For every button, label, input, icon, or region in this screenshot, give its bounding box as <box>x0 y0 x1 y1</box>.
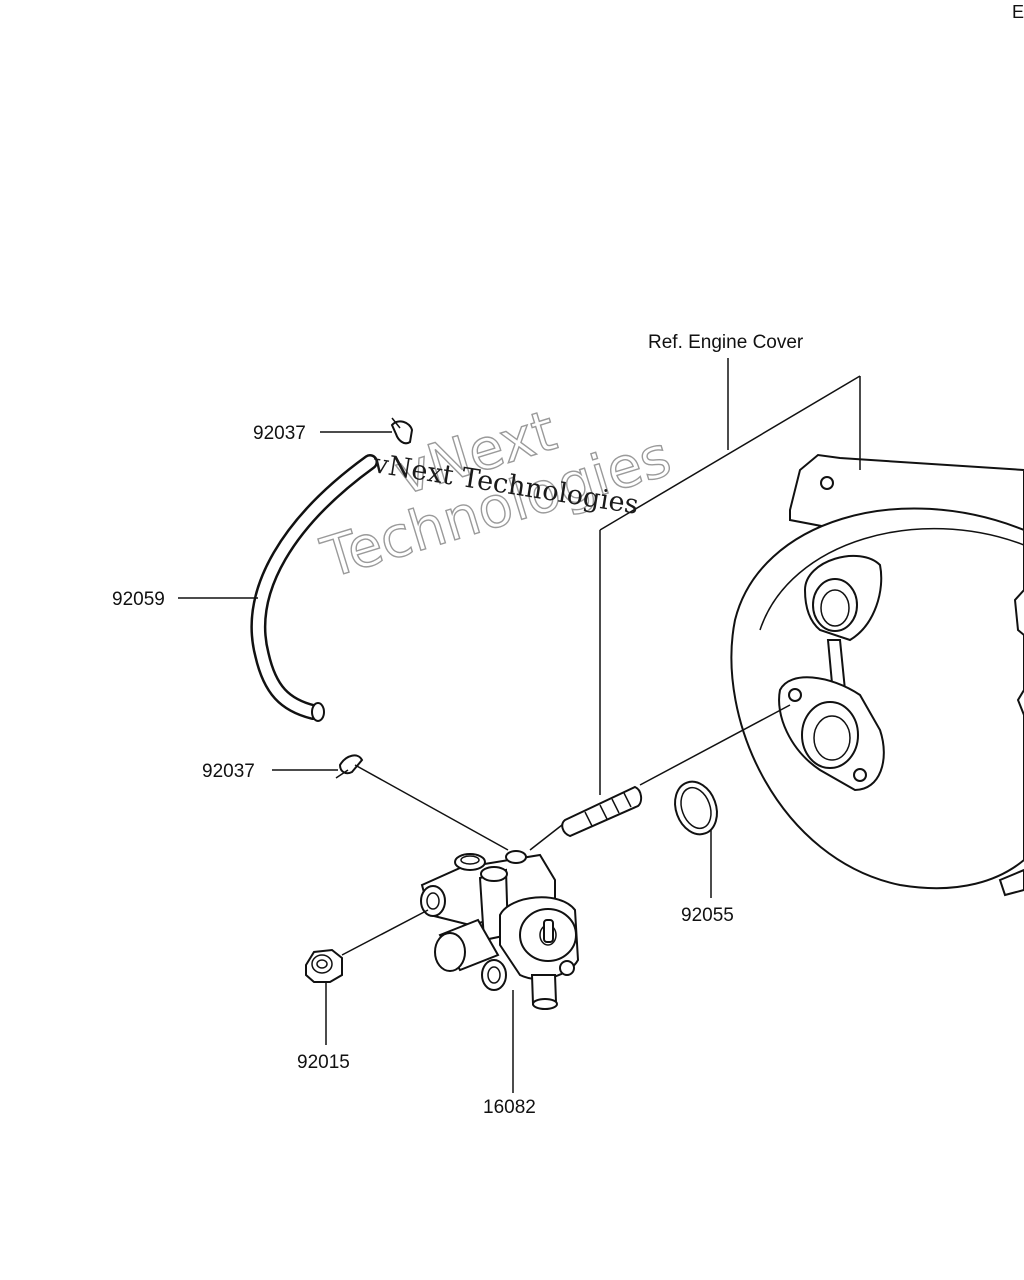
clamp-to-pump-line <box>354 764 509 851</box>
part-label-pump: 16082 <box>483 1097 536 1118</box>
engine-cover <box>730 453 1024 897</box>
nut-to-pump-line <box>341 909 429 956</box>
nut <box>305 948 343 983</box>
part-label-hose: 92059 <box>112 589 165 610</box>
part-label-o-ring: 92055 <box>681 905 734 926</box>
part-label-clamp-bottom: 92037 <box>202 761 255 782</box>
stud-to-pump-line <box>529 824 563 851</box>
hose <box>250 454 378 722</box>
oil-pump <box>420 850 580 1010</box>
part-label-nut: 92015 <box>297 1052 350 1073</box>
o-ring <box>674 780 718 836</box>
stud-to-cover-line <box>639 704 791 786</box>
reference-label: Ref. Engine Cover <box>648 332 804 353</box>
reference-leader <box>599 358 861 795</box>
stud-bolt <box>561 785 643 838</box>
part-label-clamp-top: 92037 <box>253 423 306 444</box>
corner-mark: E <box>1012 2 1024 22</box>
clamp-top <box>390 417 414 445</box>
watermark: vNext Technologies vNext Technologies <box>313 398 678 593</box>
